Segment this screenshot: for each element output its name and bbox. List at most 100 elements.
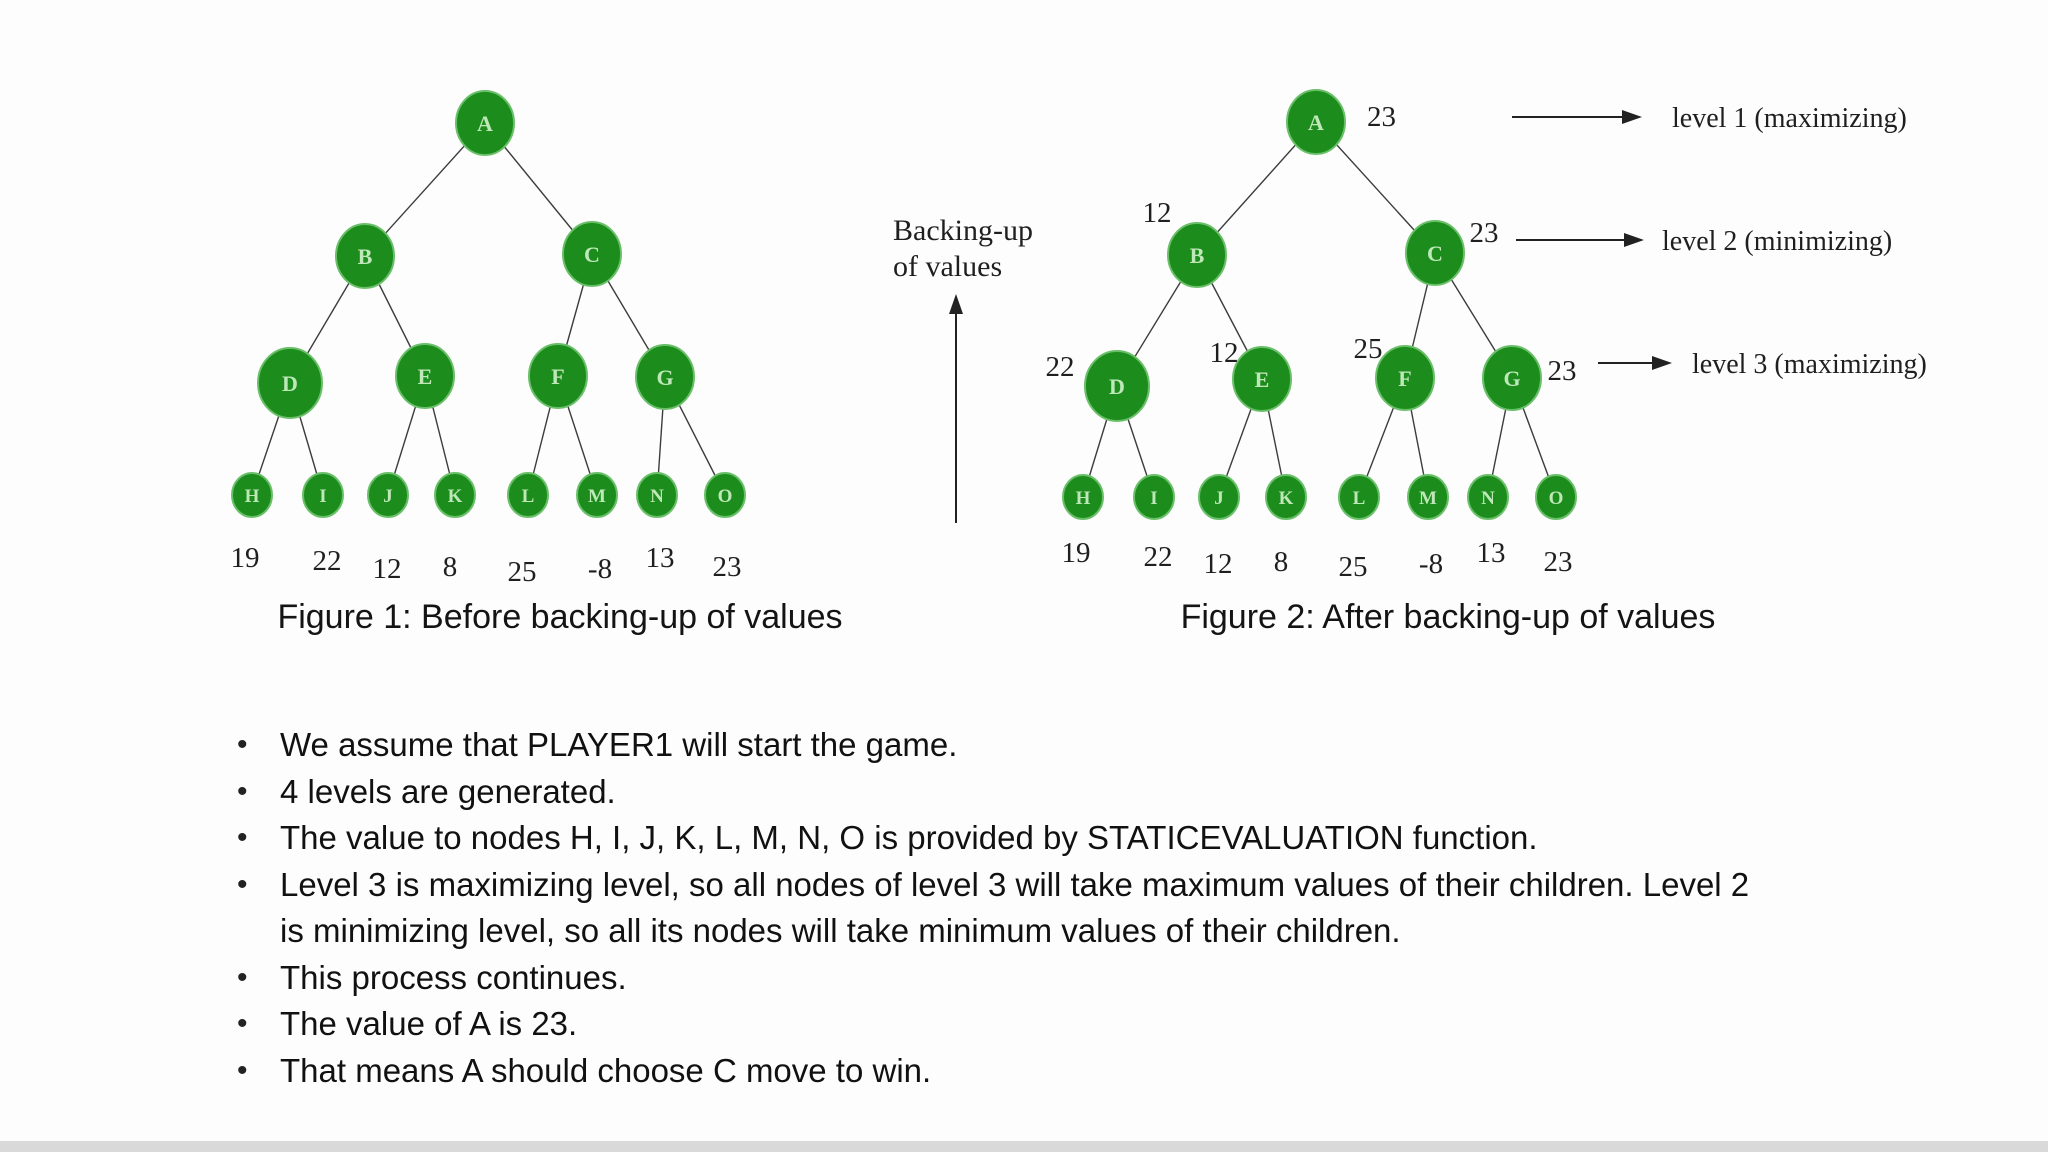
fig2-node-G-label: G <box>1503 366 1520 391</box>
fig1-leaf-value-J: 12 <box>373 553 402 585</box>
level-3-arrowhead <box>1652 356 1672 370</box>
fig2-node-A <box>1286 89 1346 155</box>
bullet-text: 4 levels are generated. <box>280 772 616 810</box>
bullet-text: The value to nodes H, I, J, K, L, M, N, … <box>280 819 1538 856</box>
fig2-node-N <box>1467 474 1509 520</box>
bullet-item: The value of A is 23. <box>215 1001 1975 1048</box>
fig1-node-L-label: L <box>522 486 535 507</box>
fig2-node-D-label: D <box>1109 374 1125 399</box>
fig2-node-labels: A B C D E F G H I J K L M N O <box>1076 110 1564 509</box>
backing-up-text-line2: of values <box>893 250 1002 283</box>
fig1-node-D <box>257 347 323 419</box>
fig2-leaf-value-H: 19 <box>1062 537 1091 569</box>
fig2-backed-value-B: 12 <box>1143 197 1172 229</box>
backing-up-text-line1: Backing-up <box>893 214 1033 247</box>
fig2-node-I <box>1133 474 1175 520</box>
fig2-leaf-value-I: 22 <box>1144 541 1173 573</box>
fig1-node-N <box>636 472 678 518</box>
fig1-node-G <box>635 344 695 410</box>
bullet-text-line2: is minimizing level, so all its nodes wi… <box>280 912 1401 949</box>
fig1-leaf-value-K: 8 <box>443 551 458 583</box>
fig1-node-K-label: K <box>448 486 463 507</box>
fig1-node-E <box>395 343 455 409</box>
bullet-item: This process continues. <box>215 955 1975 1002</box>
bullet-text: This process continues. <box>280 958 627 996</box>
figure-1-caption: Figure 1: Before backing-up of values <box>277 598 843 636</box>
fig2-node-A-label: A <box>1308 110 1324 135</box>
fig1-node-M <box>576 472 618 518</box>
fig1-node-C-label: C <box>584 242 600 267</box>
fig2-edges <box>1082 121 1557 498</box>
fig2-node-J-label: J <box>1214 488 1224 509</box>
fig2-node-H <box>1062 474 1104 520</box>
bullet-list: We assume that PLAYER1 will start the ga… <box>215 722 1975 1094</box>
fig2-node-K-label: K <box>1279 488 1294 509</box>
fig1-node-J-label: J <box>383 486 393 507</box>
fig2-leaf-value-O: 23 <box>1544 546 1573 578</box>
fig1-node-I <box>302 472 344 518</box>
fig1-node-F <box>528 343 588 409</box>
fig1-nodes <box>231 90 746 518</box>
fig1-node-A <box>455 90 515 156</box>
bottom-edge-strip <box>0 1141 2048 1152</box>
fig2-leaf-value-K: 8 <box>1274 546 1289 578</box>
fig1-node-H-label: H <box>245 486 260 507</box>
bullet-item: Level 3 is maximizing level, so all node… <box>215 862 1975 955</box>
fig1-node-B <box>335 223 395 289</box>
fig2-backed-up-values: 23 12 23 22 12 25 23 <box>1046 101 1577 387</box>
fig2-node-L <box>1338 474 1380 520</box>
fig1-node-H <box>231 472 273 518</box>
fig2-node-J <box>1198 474 1240 520</box>
bullet-item: That means A should choose C move to win… <box>215 1048 1975 1095</box>
fig2-node-K <box>1265 474 1307 520</box>
fig2-node-H-label: H <box>1076 488 1091 509</box>
level-annotations: level 1 (maximizing) level 2 (minimizing… <box>1512 103 1927 380</box>
fig2-backed-value-D: 22 <box>1046 351 1075 383</box>
fig2-backed-value-G: 23 <box>1548 355 1577 387</box>
fig1-node-L <box>507 472 549 518</box>
fig2-nodes <box>1062 89 1577 520</box>
fig2-node-C-label: C <box>1427 241 1443 266</box>
fig2-node-M <box>1407 474 1449 520</box>
fig1-leaf-value-I: 22 <box>313 545 342 577</box>
fig1-node-C <box>562 221 622 287</box>
fig2-backed-value-A: 23 <box>1367 101 1396 133</box>
bullet-text: That means A should choose C move to win… <box>280 1051 932 1089</box>
fig2-node-D <box>1084 350 1150 422</box>
bullet-text: The value of A is 23. <box>280 1005 578 1042</box>
fig2-node-N-label: N <box>1481 488 1495 509</box>
level-3-label: level 3 (maximizing) <box>1692 349 1927 380</box>
fig2-node-F-label: F <box>1398 366 1411 391</box>
level-1-arrowhead <box>1622 110 1642 124</box>
bullet-item: The value to nodes H, I, J, K, L, M, N, … <box>215 815 1975 862</box>
bullet-item: 4 levels are generated. <box>215 769 1975 816</box>
fig2-node-G <box>1482 345 1542 411</box>
fig1-node-M-label: M <box>588 486 606 507</box>
fig1-node-E-label: E <box>418 364 433 389</box>
fig2-backed-value-C: 23 <box>1470 217 1499 249</box>
fig1-node-F-label: F <box>551 364 564 389</box>
fig2-node-E-label: E <box>1255 367 1270 392</box>
backing-up-arrowhead <box>949 294 963 314</box>
bullet-text: Level 3 is maximizing level, so all node… <box>280 865 1750 903</box>
fig2-node-F <box>1375 345 1435 411</box>
fig2-leaf-value-L: 25 <box>1339 551 1368 583</box>
fig2-node-B-label: B <box>1190 243 1205 268</box>
bullet-item: We assume that PLAYER1 will start the ga… <box>215 722 1975 769</box>
fig1-node-B-label: B <box>358 244 373 269</box>
figure-2-caption: Figure 2: After backing-up of values <box>1180 598 1716 636</box>
fig1-node-I-label: I <box>319 486 326 507</box>
fig1-node-O-label: O <box>718 486 733 507</box>
fig2-node-M-label: M <box>1419 488 1437 509</box>
fig1-node-N-label: N <box>650 486 664 507</box>
fig2-node-O-label: O <box>1549 488 1564 509</box>
fig1-leaf-value-M: -8 <box>588 553 612 585</box>
fig1-edges <box>251 122 726 496</box>
fig1-leaf-value-O: 23 <box>713 551 742 583</box>
fig2-node-C <box>1405 220 1465 286</box>
fig1-node-O <box>704 472 746 518</box>
fig2-leaf-value-N: 13 <box>1477 537 1506 569</box>
fig1-leaf-value-N: 13 <box>646 542 675 574</box>
fig2-leaf-value-J: 12 <box>1204 548 1233 580</box>
